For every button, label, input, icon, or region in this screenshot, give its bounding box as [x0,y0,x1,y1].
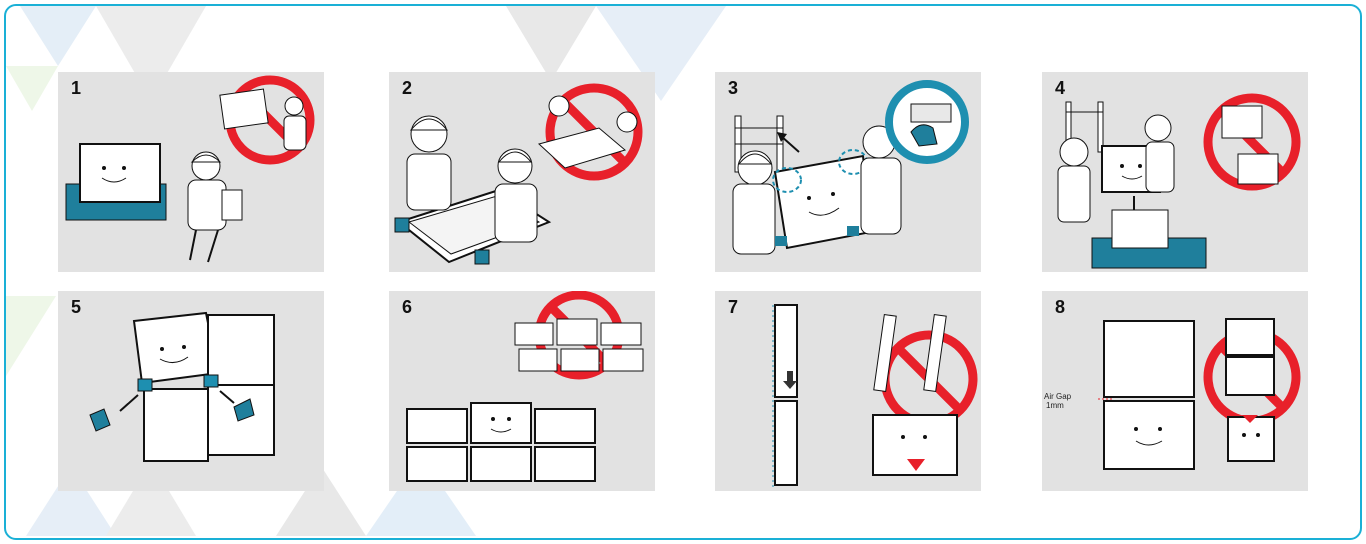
step-3-panel: 3 [715,72,981,272]
step-4-panel: 4 [1042,72,1308,272]
step-7-illustration [715,291,981,491]
step-5-illustration [58,291,324,491]
display-panel [80,144,160,202]
step-8-illustration: Air Gap 1mm [1042,291,1308,491]
step-8-panel: 8 Air Gap 1mm [1042,291,1308,491]
step-6-panel: 6 [389,291,655,491]
step-5-panel: 5 [58,291,324,491]
step-7-panel: 7 [715,291,981,491]
step-1-illustration [58,72,324,272]
instruction-frame: 1 2 [4,4,1362,540]
step-4-illustration [1042,72,1308,272]
air-gap-value: 1mm [1046,401,1064,410]
step-2-panel: 2 [389,72,655,272]
video-wall-correct [407,403,595,481]
packing-cushion [90,409,110,431]
step-2-illustration [389,72,655,272]
display-side [222,190,242,220]
step-1-panel: 1 [58,72,324,272]
display-lower [1104,401,1194,469]
display-tilted [134,313,218,383]
step-3-illustration [715,72,981,272]
step-6-illustration [389,291,655,491]
display-upper [1104,321,1194,397]
air-gap-label: Air Gap [1044,392,1072,401]
